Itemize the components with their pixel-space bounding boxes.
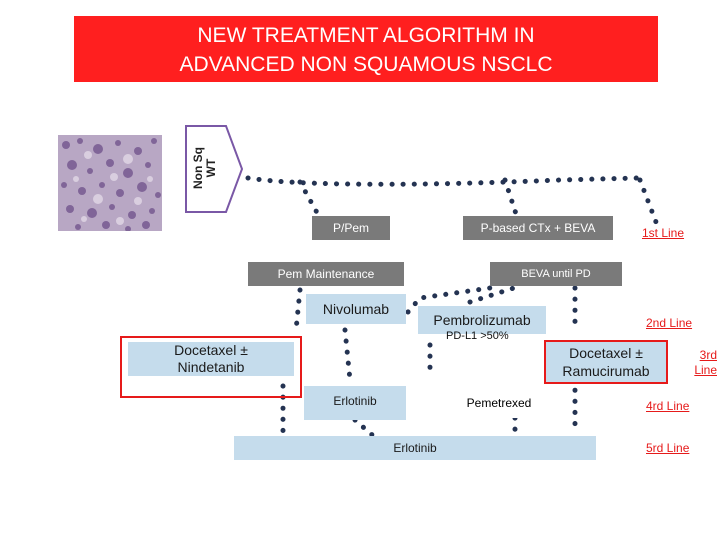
erlotinib-box-lower: Erlotinib <box>234 436 596 460</box>
docetaxel-ramucirumab-box: Docetaxel ± Ramucirumab <box>544 340 668 384</box>
line-label-3rd-line-1: 3rd <box>699 348 717 362</box>
connector-to-p-based <box>502 177 521 223</box>
histology-texture <box>58 135 162 231</box>
docetaxel-nindetanib-line-1: Docetaxel ± <box>174 342 248 358</box>
histology-tag-shape <box>185 125 244 213</box>
pem-maintenance-box: Pem Maintenance <box>248 262 404 286</box>
p-pem-box: P/Pem <box>312 216 390 240</box>
title-line-2: ADVANCED NON SQUAMOUS NSCLC <box>179 53 553 76</box>
connector-nivo-down <box>342 327 353 383</box>
docetaxel-nindetanib-highlight: Docetaxel ± Nindetanib <box>120 336 302 398</box>
connector-pembro-top <box>467 283 523 305</box>
beva-until-pd-box: BEVA until PD <box>490 262 622 286</box>
connector-left-mid <box>293 287 303 333</box>
erlotinib-box-upper: Erlotinib <box>304 386 406 420</box>
line-label-1st: 1st Line <box>642 226 685 240</box>
docetaxel-ramucirumab-line-2: Ramucirumab <box>562 363 650 379</box>
connector-to-p-pem <box>297 179 323 221</box>
pembrolizumab-box: Pembrolizumab <box>418 306 546 334</box>
line-label-3rd: 3rd Line <box>683 348 717 380</box>
histology-image <box>58 135 162 231</box>
docetaxel-ramucirumab-line-1: Docetaxel ± <box>569 345 643 361</box>
title-line-1: NEW TREATMENT ALGORITHM IN <box>197 24 535 47</box>
nivolumab-box: Nivolumab <box>306 294 406 324</box>
docetaxel-nindetanib-box: Docetaxel ± Nindetanib <box>128 342 294 376</box>
docetaxel-nindetanib-line-2: Nindetanib <box>177 359 245 375</box>
line-label-2nd: 2nd Line <box>646 316 693 330</box>
line-label-4th: 4rd Line <box>646 399 690 413</box>
line-label-3rd-line-2: Line <box>694 363 717 377</box>
title-banner: NEW TREATMENT ALGORITHM IN ADVANCED NON … <box>74 16 658 82</box>
line-label-5th: 5rd Line <box>646 441 690 455</box>
pdl1-label: PD-L1 >50% <box>446 330 509 342</box>
p-based-ctx-beva-box: P-based CTx + BEVA <box>463 216 613 240</box>
pemetrexed-box: Pemetrexed <box>444 388 554 418</box>
connector-main-horizontal <box>245 175 641 187</box>
connector-nivo-right <box>405 285 493 315</box>
connector-to-1st-line <box>637 177 659 225</box>
